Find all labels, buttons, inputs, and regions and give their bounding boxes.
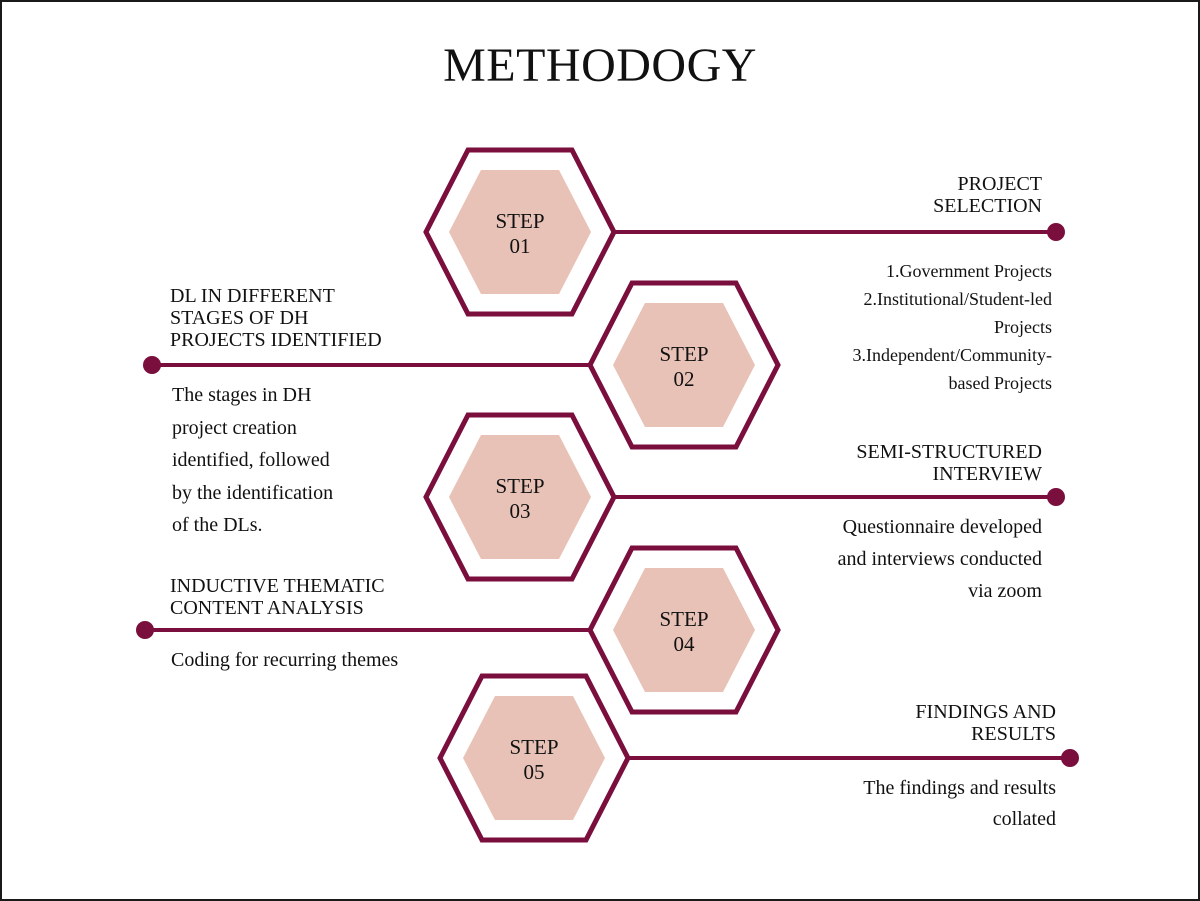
step-03-word: STEP — [495, 474, 545, 498]
step-04-word: STEP — [659, 607, 709, 631]
step-05-description: The findings and results collated — [863, 777, 1056, 830]
step-03-heading: SEMI-STRUCTURED INTERVIEW — [856, 441, 1042, 485]
step-02-connector-dot — [143, 356, 161, 374]
step-02-description: The stages in DH project creation identi… — [172, 384, 334, 536]
step-03-hex-inner — [449, 435, 591, 559]
step-02-label: STEP 02 — [624, 342, 744, 392]
step-01-hex-inner — [449, 170, 591, 294]
page-title: METHODOGY — [443, 39, 757, 92]
step-02-number: 02 — [673, 367, 695, 391]
step-03-label: STEP 03 — [460, 474, 580, 524]
step-03-number: 03 — [509, 499, 531, 523]
step-05-number: 05 — [523, 760, 545, 784]
step-02-word: STEP — [659, 342, 709, 366]
step-01-connector-dot — [1047, 223, 1065, 241]
step-01-number: 01 — [509, 234, 531, 258]
step-03-description: Questionnaire developed and interviews c… — [837, 516, 1042, 602]
step-05-heading: FINDINGS AND RESULTS — [915, 701, 1056, 745]
step-01-label: STEP 01 — [460, 209, 580, 259]
step-04-label: STEP 04 — [624, 607, 744, 657]
step-02-heading: DL IN DIFFERENT STAGES OF DH PROJECTS ID… — [170, 285, 382, 351]
step-01-heading: PROJECT SELECTION — [933, 173, 1042, 217]
step-04-number: 04 — [673, 632, 695, 656]
step-04-hex-inner — [613, 568, 755, 692]
step-04-description: Coding for recurring themes — [171, 649, 399, 671]
step-03-connector-dot — [1047, 488, 1065, 506]
step-05-word: STEP — [509, 735, 559, 759]
step-05-connector-dot — [1061, 749, 1079, 767]
step-01-description: 1.Government Projects 2.Institutional/St… — [852, 261, 1052, 393]
step-01-word: STEP — [495, 209, 545, 233]
step-04-heading: INDUCTIVE THEMATIC CONTENT ANALYSIS — [170, 575, 385, 619]
step-05-hex-inner — [463, 696, 605, 820]
step-04-connector-dot — [136, 621, 154, 639]
step-02-hex-inner — [613, 303, 755, 427]
step-05-label: STEP 05 — [474, 735, 594, 785]
